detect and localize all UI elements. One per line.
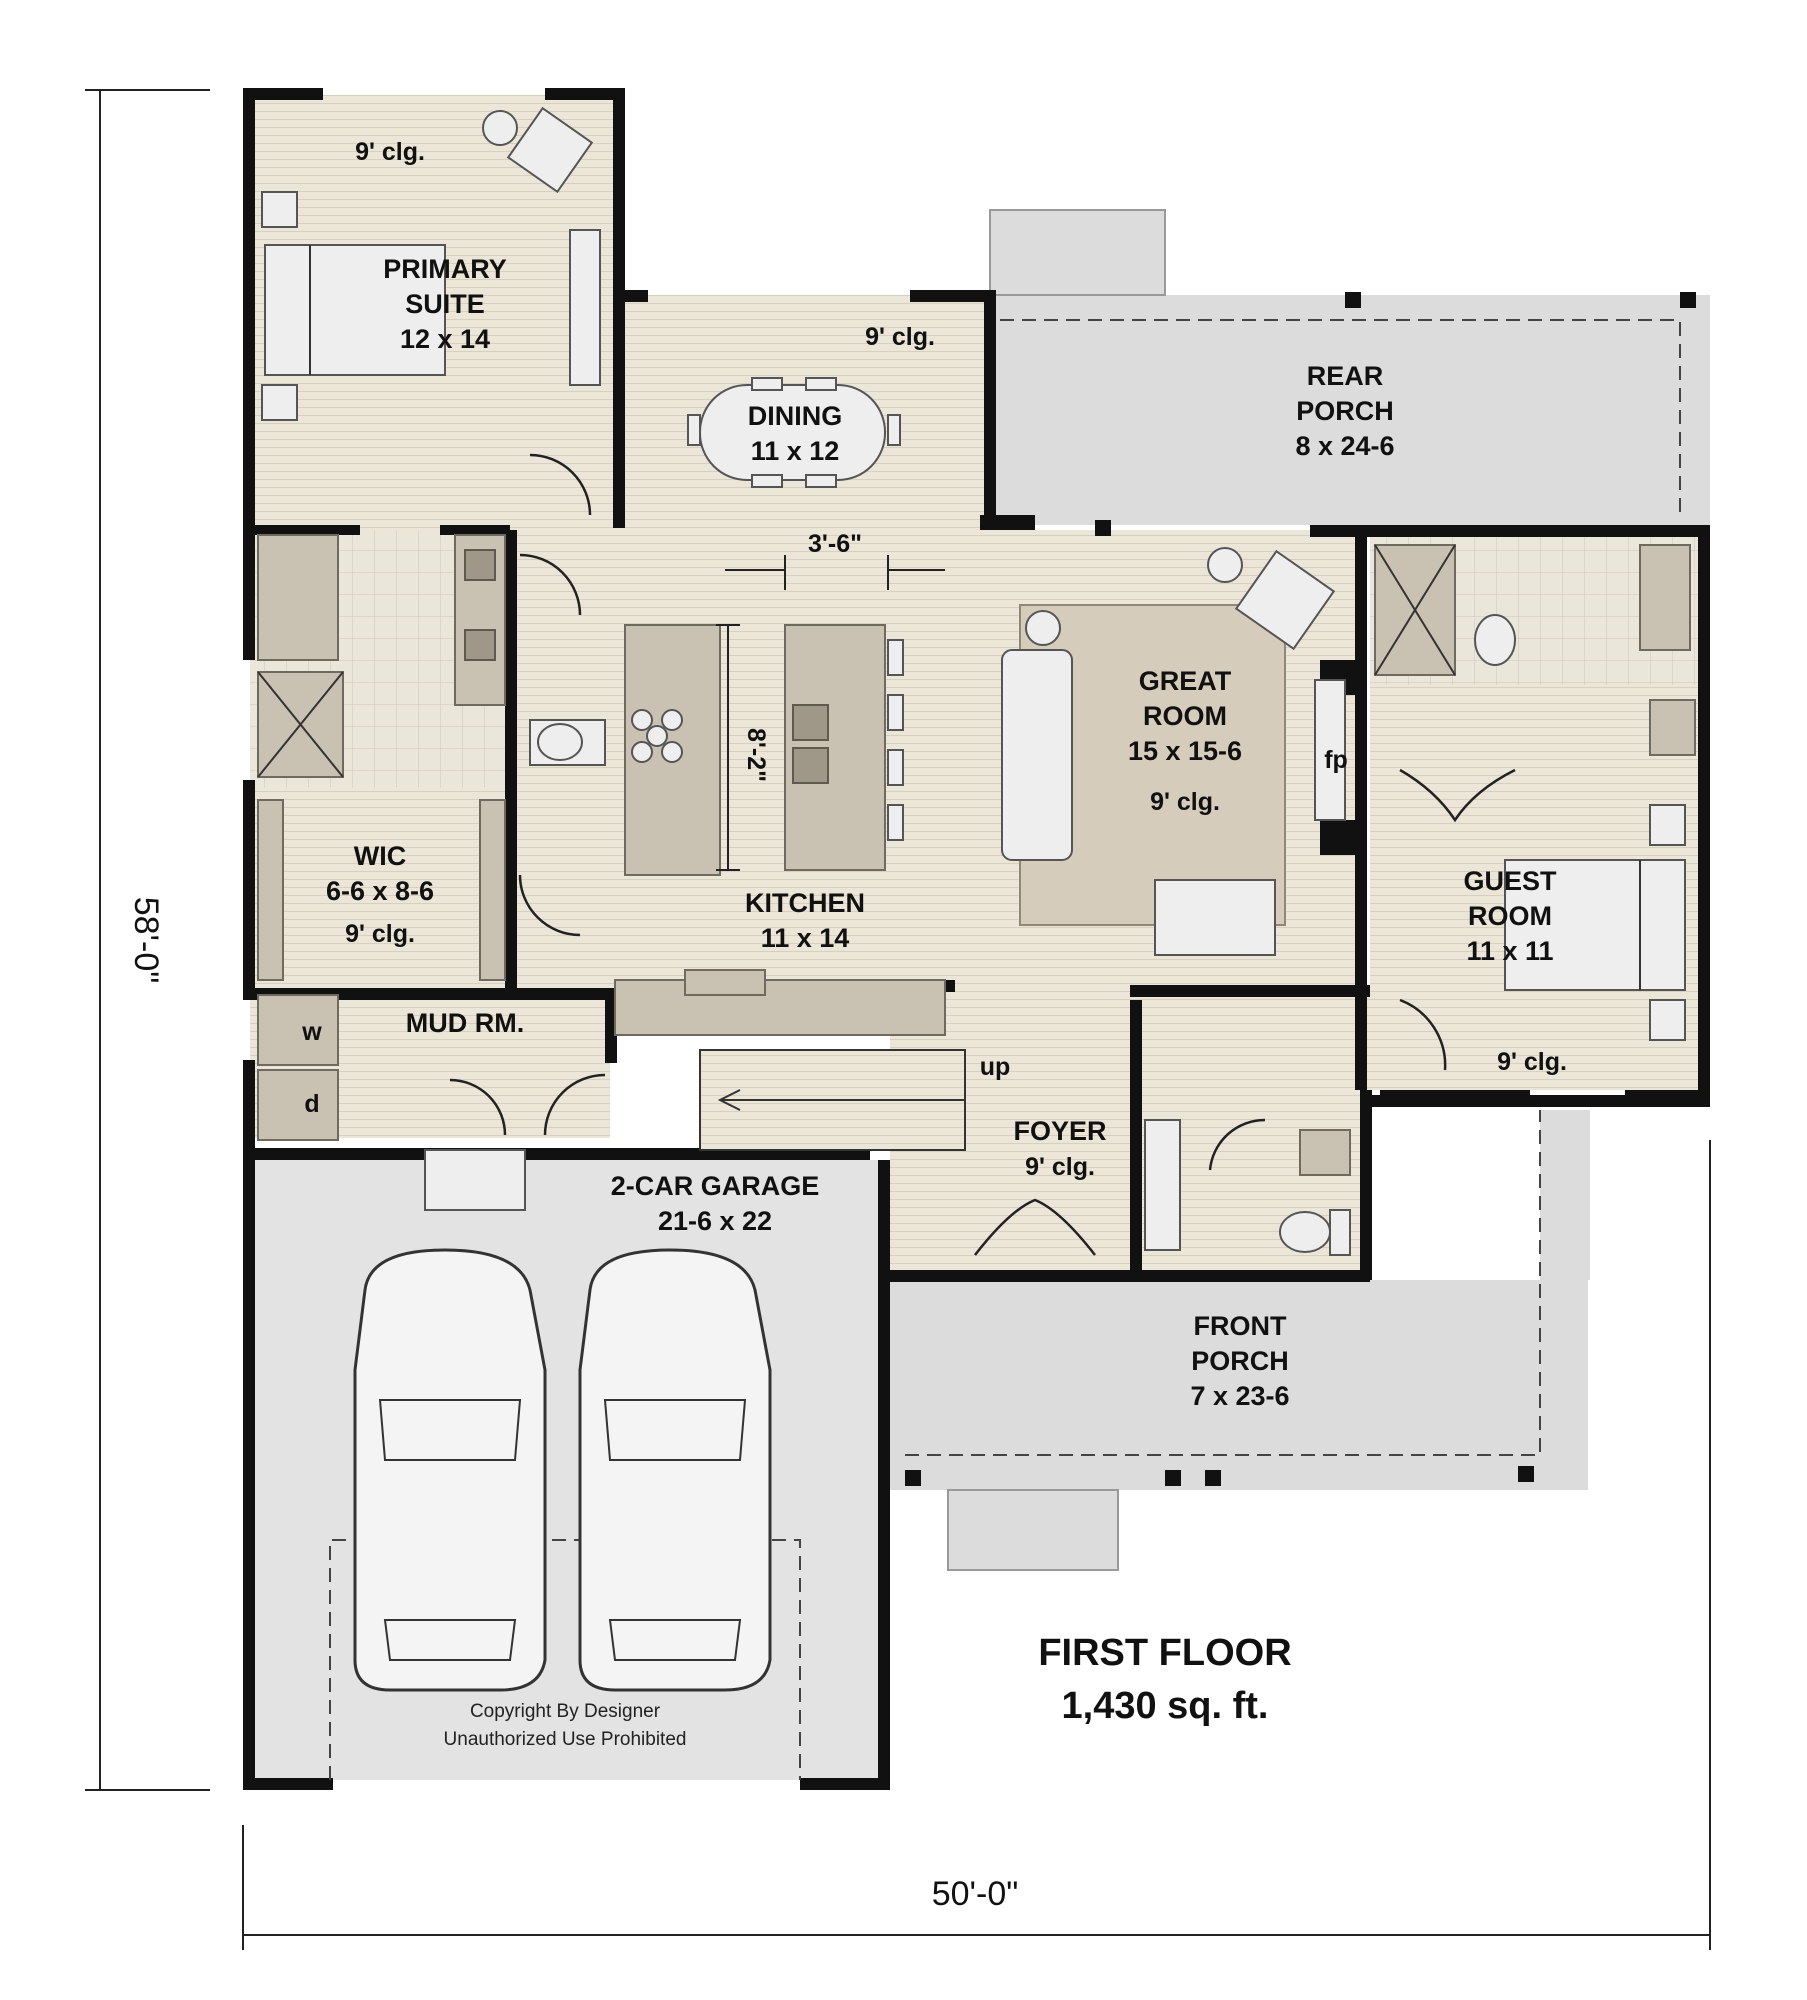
wic-name: WIC — [354, 841, 406, 871]
stairs-up-label: up — [980, 1053, 1011, 1081]
wic-size: 6-6 x 8-6 — [326, 876, 434, 906]
kitchen-size: 11 x 14 — [761, 923, 850, 953]
primary-ceiling: 9' clg. — [355, 138, 425, 166]
dining-ceiling: 9' clg. — [865, 323, 935, 351]
front-porch-name: FRONT — [1194, 1311, 1287, 1341]
dryer-label: d — [304, 1090, 319, 1118]
front-porch-size: 7 x 23-6 — [1190, 1381, 1289, 1411]
dining-size: 11 x 12 — [751, 436, 840, 466]
great-room-name: GREAT — [1139, 666, 1232, 696]
wic-door[interactable] — [518, 874, 581, 937]
primary-bed — [261, 106, 601, 421]
bath-door[interactable] — [519, 553, 582, 616]
kitchen-name: KITCHEN — [745, 888, 865, 918]
guest-room-size: 11 x 11 — [1466, 936, 1553, 966]
garage-floor — [250, 1160, 880, 1780]
fireplace-label: fp — [1324, 746, 1348, 774]
kitchen-cabinets — [614, 624, 946, 1036]
front-porch-beam — [905, 1110, 1541, 1456]
copyright-line-2: Unauthorized Use Prohibited — [444, 1729, 687, 1750]
foyer-ceiling: 9' clg. — [1025, 1153, 1095, 1181]
powder-room — [1279, 1129, 1351, 1256]
front-steps — [947, 1489, 1119, 1571]
primary-bath-fixtures — [257, 534, 606, 778]
wic-shelf-right — [479, 799, 506, 981]
car-right-icon — [578, 1248, 772, 1692]
room-labels: 9' clg. PRIMARY SUITE 12 x 14 9' clg. DI… — [127, 138, 1567, 1913]
rear-porch-size: 8 x 24-6 — [1295, 431, 1394, 461]
front-door[interactable] — [974, 1198, 1096, 1256]
garage-size: 21-6 x 22 — [658, 1206, 772, 1236]
rear-porch-name: REAR — [1307, 361, 1384, 391]
great-room-ceiling: 9' clg. — [1150, 788, 1220, 816]
front-porch-side — [1540, 1110, 1590, 1280]
great-room-size: 15 x 15-6 — [1128, 736, 1242, 766]
rear-steps — [989, 209, 1166, 296]
great-room-furniture — [1001, 547, 1346, 956]
dimension-lines — [85, 89, 1711, 1950]
kitchen-dims — [716, 555, 945, 871]
stairs — [699, 1049, 966, 1151]
mud-door[interactable] — [449, 1078, 507, 1136]
wic-shelf-left — [257, 799, 284, 981]
island-dim: 8'-2" — [742, 728, 770, 782]
foyer-bench — [1144, 1119, 1181, 1251]
dining-table — [687, 377, 901, 488]
guest-room-name-2: ROOM — [1468, 901, 1552, 931]
floor-area: 1,430 sq. ft. — [1062, 1685, 1269, 1727]
washer-label: w — [301, 1018, 322, 1046]
laundry — [257, 994, 526, 1211]
car-left-icon — [353, 1248, 547, 1692]
aisle-dim: 3'-6" — [808, 530, 862, 558]
foyer-name: FOYER — [1013, 1116, 1106, 1146]
primary-size: 12 x 14 — [400, 324, 490, 354]
primary-name-2: SUITE — [405, 289, 485, 319]
guest-door[interactable] — [1399, 998, 1447, 1071]
primary-door[interactable] — [529, 453, 592, 516]
rear-porch-beam — [1000, 319, 1681, 520]
guest-room-ceiling: 9' clg. — [1497, 1048, 1567, 1076]
rear-porch-floor — [990, 295, 1710, 525]
garage-entry-door[interactable] — [543, 1073, 606, 1136]
guest-closet-door[interactable] — [1399, 768, 1516, 823]
dining-name: DINING — [748, 401, 843, 431]
powder-door[interactable] — [1208, 1118, 1266, 1171]
walls — [243, 88, 1710, 1790]
depth-dimension: 58'-0" — [127, 897, 165, 984]
guest-room-name: GUEST — [1463, 866, 1557, 896]
wic-floor — [250, 788, 510, 988]
floor-title: FIRST FLOOR — [1038, 1632, 1291, 1674]
guest-room-furniture — [1374, 544, 1696, 1041]
garage-name: 2-CAR GARAGE — [611, 1171, 820, 1201]
porch-columns — [905, 292, 1696, 1486]
primary-name: PRIMARY — [383, 254, 507, 284]
wic-ceiling: 9' clg. — [345, 920, 415, 948]
garage-door-line — [329, 1539, 801, 1780]
front-porch-name-2: PORCH — [1191, 1346, 1289, 1376]
copyright-line-1: Copyright By Designer — [470, 1701, 661, 1722]
rear-porch-name-2: PORCH — [1296, 396, 1394, 426]
great-room-name-2: ROOM — [1143, 701, 1227, 731]
mud-room-name: MUD RM. — [406, 1008, 524, 1038]
width-dimension: 50'-0" — [932, 1875, 1019, 1913]
